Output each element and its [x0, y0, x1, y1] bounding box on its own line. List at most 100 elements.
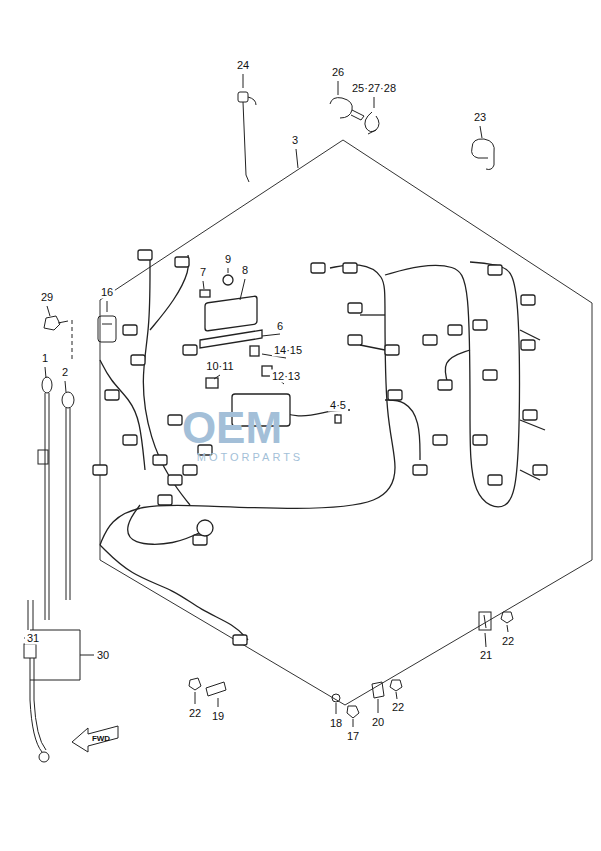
forward-arrow: [72, 726, 118, 752]
callout-number: 6: [275, 320, 285, 333]
wire-connector: [233, 635, 247, 645]
callout-number: 22: [187, 707, 203, 720]
wire-connector: [131, 355, 145, 365]
callout-number: 12·13: [270, 370, 302, 383]
leader-line: [336, 703, 337, 714]
bolt: [390, 680, 402, 691]
wire-connector: [483, 370, 497, 380]
wire-connector: [523, 410, 537, 420]
leader-line: [240, 279, 245, 300]
callout-number: 23: [472, 111, 488, 124]
wire-connector: [521, 340, 535, 350]
leader-line: [396, 692, 397, 699]
fuse-box: [205, 296, 257, 331]
wire-connector: [473, 435, 487, 445]
wire-connector: [168, 415, 182, 425]
callout-number: 7: [198, 266, 208, 279]
callout-number: 26: [330, 66, 346, 79]
harness-wire: [520, 330, 540, 340]
leader-line: [107, 301, 108, 312]
harness-wire: [385, 262, 519, 507]
wire-connector: [105, 390, 119, 400]
leader-line: [203, 281, 204, 289]
callout-number: 4·5: [328, 399, 348, 412]
fuse: [200, 290, 210, 297]
fuse-holder: [98, 316, 116, 342]
harness-wire: [150, 255, 189, 330]
fuse: [250, 346, 259, 356]
harness-wire: [385, 400, 420, 460]
plate: [206, 682, 226, 696]
wire-connector: [348, 335, 362, 345]
callout-number: 10·11: [204, 360, 235, 373]
callout-number: 30: [95, 649, 111, 662]
callout-number: 3: [290, 134, 300, 147]
leader-line: [47, 306, 50, 316]
wire-connector: [433, 435, 447, 445]
wire-connector: [388, 390, 402, 400]
wire-connector: [448, 325, 462, 335]
harness-wire: [520, 420, 545, 430]
callout-number: 20: [370, 716, 386, 729]
callout-number: 2: [60, 366, 70, 379]
tie-strap-head: [238, 92, 248, 102]
assembly-outline: [100, 140, 592, 705]
leader-line: [65, 381, 66, 392]
wire-connector: [423, 335, 437, 345]
leader-line: [218, 698, 219, 707]
ring-terminal: [39, 752, 49, 762]
wire-connector: [138, 250, 152, 260]
callout-number: 22: [390, 701, 406, 714]
relay: [206, 378, 218, 388]
nut: [347, 706, 359, 718]
battery-cable: [45, 393, 49, 620]
direction-label: FWD: [90, 734, 112, 744]
callout-number: 16: [99, 286, 115, 299]
terminal: [335, 415, 341, 423]
wire-connector: [438, 380, 452, 390]
harness-wire: [360, 314, 385, 315]
leader-line: [195, 692, 196, 704]
callout-number: 29: [39, 291, 55, 304]
wire-connector: [311, 263, 325, 273]
callout-number: 22: [500, 635, 516, 648]
leader-line: [228, 268, 229, 273]
wire-connector: [153, 455, 167, 465]
clamp: [330, 98, 364, 120]
harness-wire: [100, 545, 248, 640]
wire-connector: [123, 435, 137, 445]
callout-number: 9: [223, 253, 233, 266]
leader-line: [296, 149, 298, 168]
watermark-text: MOTORPARTS: [195, 451, 305, 464]
wire-connector: [348, 303, 362, 313]
washer: [332, 694, 340, 702]
bolt: [189, 678, 201, 690]
leader-line: [353, 719, 354, 727]
leader-line: [338, 81, 339, 95]
wire-connector: [93, 465, 107, 475]
wire-connector: [533, 465, 547, 475]
leader-line: [214, 375, 220, 379]
callout-number: 31: [25, 632, 41, 645]
ring-terminal: [42, 377, 52, 393]
harness-wire: [100, 360, 145, 470]
wire-connector: [488, 265, 502, 275]
leader-line: [262, 334, 280, 336]
harness-wire: [360, 345, 385, 350]
battery-cable: [66, 408, 70, 600]
cap: [223, 275, 233, 285]
bracket: [479, 612, 491, 630]
wire-connector: [123, 325, 137, 335]
leader-line: [374, 97, 375, 108]
callout-number: 8: [240, 264, 250, 277]
callout-number: 18: [328, 717, 344, 730]
callout-number: 21: [478, 649, 494, 662]
leader-line: [45, 367, 46, 378]
ground-lead: [28, 600, 33, 630]
callout-number: 1: [40, 352, 50, 365]
watermark-text: OEM: [180, 405, 284, 451]
leader-line: [243, 74, 244, 88]
callout-number: 24: [235, 59, 251, 72]
